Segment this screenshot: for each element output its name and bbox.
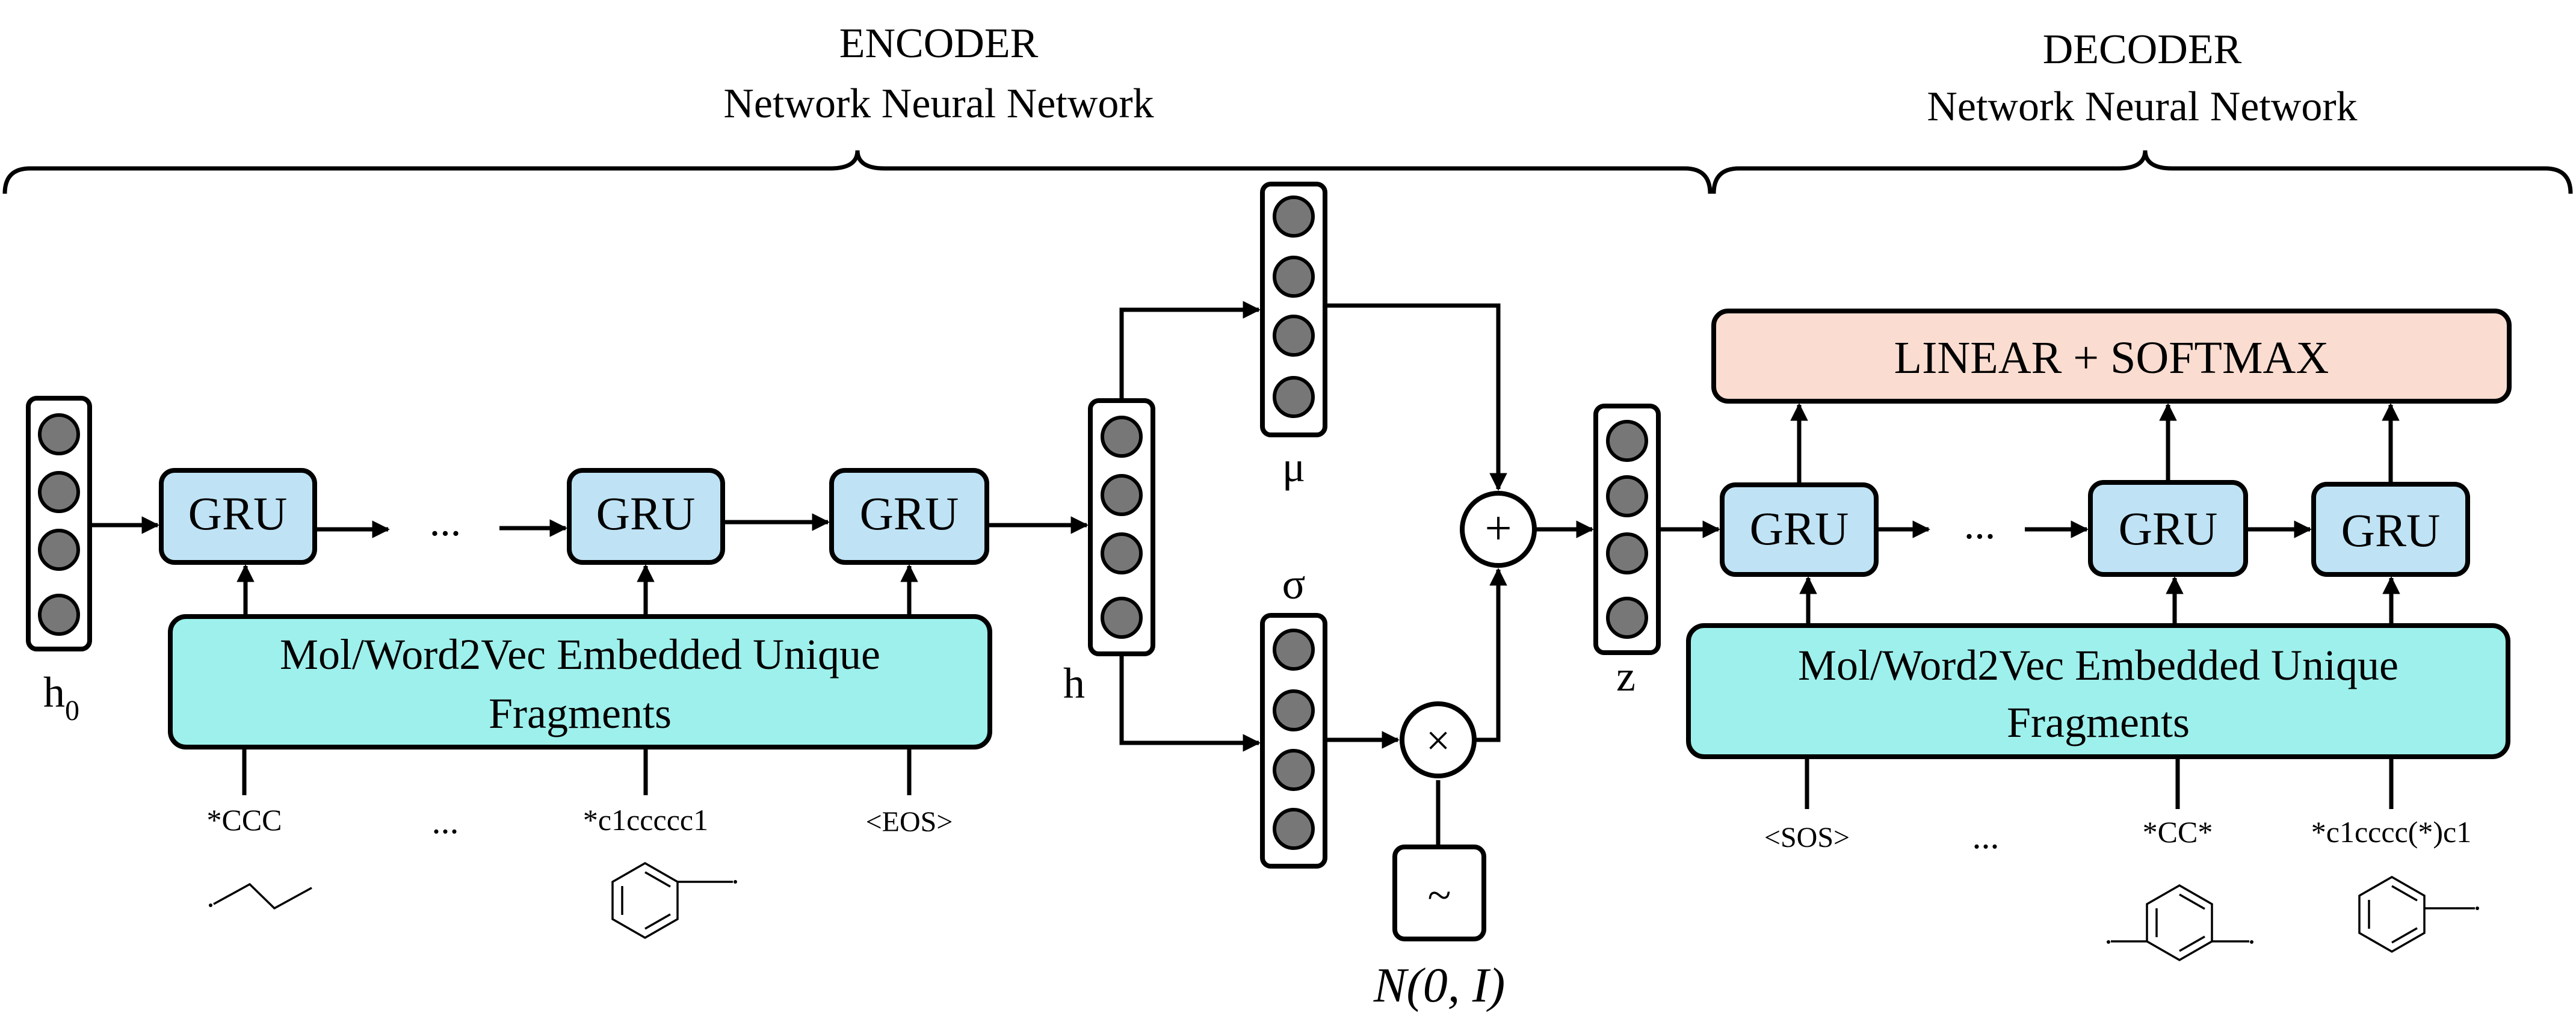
- decoder-input-token-1: <SOS>: [1764, 822, 1850, 854]
- decoder-gru-1-label: GRU: [1750, 502, 1849, 555]
- encoder-gru-1: [159, 468, 317, 565]
- encoder-embedding-box: [168, 614, 992, 749]
- h-node-3: [1101, 532, 1143, 574]
- encoder-gru-1-label: GRU: [188, 487, 288, 540]
- h0-node-3: [38, 529, 80, 571]
- arrow-h-to-mu: [1119, 301, 1261, 401]
- decoder-gru-2-label: GRU: [2119, 502, 2218, 555]
- noise-distribution-label: N(0, I): [1373, 958, 1506, 1012]
- encoder-brace: [2, 150, 1713, 194]
- encoder-embedding-line2: Fragments: [489, 689, 672, 737]
- h-node-4: [1101, 597, 1143, 639]
- h0-node-1: [38, 413, 80, 455]
- linear-softmax-box: [1711, 309, 2512, 404]
- mu-node-4: [1273, 376, 1315, 418]
- plus-symbol: +: [1484, 502, 1512, 555]
- z-node-1: [1606, 420, 1648, 462]
- encoder-title: ENCODER: [839, 20, 1039, 67]
- decoder-embedding-line1: Mol/Word2Vec Embedded Unique: [1798, 641, 2398, 689]
- encoder-embedding-line1: Mol/Word2Vec Embedded Unique: [280, 630, 880, 679]
- decoder-input-token-2: ...: [1972, 816, 2000, 856]
- noise-box: [1392, 845, 1486, 941]
- decoder-embedding-box: [1686, 623, 2510, 759]
- encoder-gru-3: [829, 468, 989, 565]
- h-node-2: [1101, 474, 1143, 516]
- arrow-mu-to-plus: [1325, 303, 1507, 491]
- encoder-subtitle: Network Neural Network: [723, 81, 1154, 127]
- times-symbol: ×: [1426, 716, 1451, 765]
- sigma-node-3: [1273, 749, 1315, 791]
- decoder-subtitle: Network Neural Network: [1927, 84, 2357, 130]
- encoder-input-token-2: ...: [432, 801, 459, 841]
- phenyl-structure-decoder: [2358, 875, 2479, 953]
- h-label: h: [1063, 659, 1085, 707]
- decoder-gru-ellipsis: ...: [1964, 502, 1996, 548]
- z-label: z: [1616, 652, 1635, 700]
- encoder-gru-2: [567, 468, 725, 565]
- phenyl-structure-encoder: [611, 861, 737, 940]
- z-node-3: [1606, 532, 1648, 574]
- arrow-h-to-sigma: [1119, 654, 1261, 752]
- linear-softmax-label: LINEAR + SOFTMAX: [1894, 333, 2329, 383]
- sigma-node-4: [1273, 808, 1315, 850]
- encoder-gru-2-label: GRU: [596, 487, 696, 540]
- encoder-input-token-1: *CCC: [206, 803, 282, 837]
- mu-label: μ: [1282, 443, 1306, 491]
- h0-node-4: [38, 594, 80, 636]
- sigma-label: σ: [1282, 560, 1306, 608]
- mu-node-2: [1273, 256, 1315, 298]
- decoder-input-token-4: *c1cccc(*)c1: [2311, 815, 2471, 849]
- z-node-4: [1606, 597, 1648, 639]
- mu-node-1: [1273, 195, 1315, 238]
- decoder-title: DECODER: [2043, 26, 2242, 73]
- meta-benzene-structure: [2107, 884, 2253, 962]
- mu-vector: [1260, 182, 1327, 437]
- decoder-embedding-line2: Fragments: [2007, 698, 2190, 746]
- z-node-2: [1606, 475, 1648, 517]
- encoder-input-token-4: <EOS>: [866, 806, 953, 838]
- noise-tilde: ~: [1428, 871, 1451, 919]
- sigma-node-2: [1273, 689, 1315, 731]
- decoder-input-token-3: *CC*: [2143, 815, 2213, 849]
- encoder-gru-3-label: GRU: [860, 487, 959, 540]
- decoder-gru-3-label: GRU: [2341, 504, 2441, 556]
- sigma-node-1: [1273, 629, 1315, 671]
- decoder-brace: [1711, 150, 2573, 194]
- h0-label: h0: [43, 668, 79, 727]
- encoder-input-token-3: *c1ccccc1: [583, 803, 708, 837]
- propyl-structure: [209, 882, 312, 910]
- mu-node-3: [1273, 315, 1315, 357]
- encoder-gru-ellipsis: ...: [430, 499, 462, 545]
- h-node-1: [1101, 416, 1143, 458]
- arrow-times-to-plus: [1474, 568, 1507, 742]
- h0-node-2: [38, 471, 80, 513]
